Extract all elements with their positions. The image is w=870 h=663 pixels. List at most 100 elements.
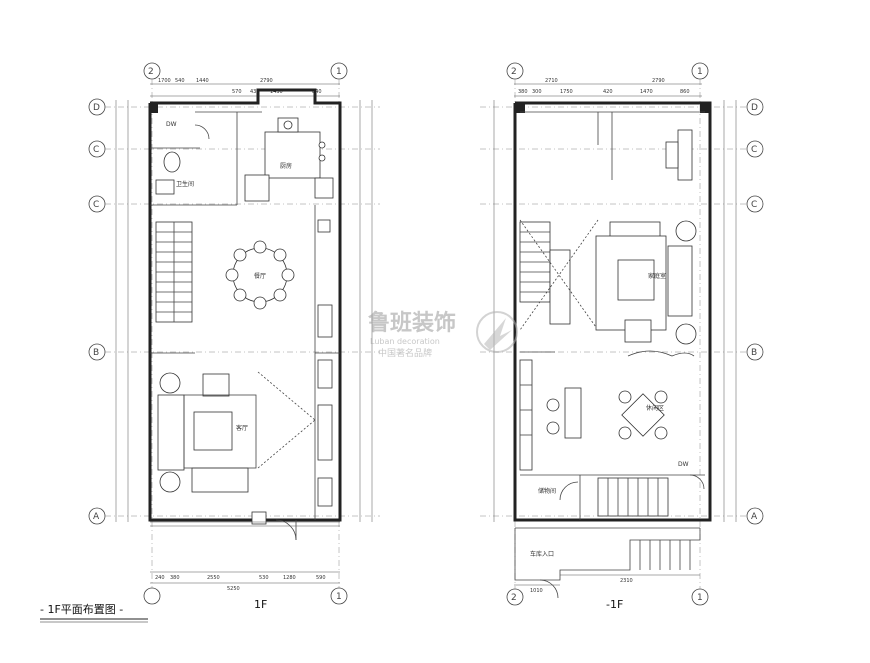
b1-grid-bubble-row-b bbox=[746, 343, 764, 361]
b1-door-dw-label: DW bbox=[678, 461, 689, 468]
garage-ramp-outline bbox=[514, 528, 701, 581]
dining-table-set bbox=[225, 240, 295, 310]
b1-dim-top-f: 1750 bbox=[560, 89, 573, 95]
dim-bottom-total: 5250 bbox=[227, 586, 240, 592]
b1-column-nw bbox=[515, 103, 525, 113]
b1-grid-bubble-row-c2 bbox=[746, 140, 764, 158]
grid-label-row-c1: C bbox=[93, 200, 99, 210]
dim-top-g: 1700 bbox=[158, 78, 171, 84]
room-bath-label: 卫生间 bbox=[176, 180, 194, 188]
leisure-table-set bbox=[546, 387, 668, 440]
b1-dim-bottom-a: 1010 bbox=[530, 588, 543, 594]
grid-label-row-a: A bbox=[93, 512, 100, 522]
kitchen-cabinet bbox=[314, 177, 334, 199]
dim-top-d: 570 bbox=[232, 89, 242, 95]
b1-dim-top-c: 860 bbox=[680, 89, 690, 95]
b1-grid-label-row-c2: C bbox=[751, 145, 757, 155]
door-dw-label: DW bbox=[166, 121, 177, 128]
tv-unit bbox=[665, 141, 679, 169]
exterior-wall-b1 bbox=[513, 101, 712, 522]
room-laundry-label: 储物间 bbox=[538, 487, 556, 495]
stove-burner-2 bbox=[318, 154, 326, 162]
cabinet-right-3 bbox=[317, 404, 333, 461]
staircase-b1 bbox=[519, 221, 571, 325]
caption-text: - 1F平面布置图 - bbox=[40, 603, 123, 616]
room-living-label: 客厅 bbox=[236, 424, 248, 432]
staircase-b1-lower bbox=[597, 477, 669, 517]
b1-grid-bubble-row-a bbox=[746, 507, 764, 525]
b1-dim-top-e: 420 bbox=[603, 89, 613, 95]
grid-label-row-b: B bbox=[93, 348, 99, 358]
watermark-brand-cn: 鲁班装饰 bbox=[367, 310, 456, 336]
cabinet-right-4 bbox=[317, 477, 333, 507]
fridge bbox=[244, 174, 270, 202]
sink-bowl bbox=[283, 120, 293, 130]
watermark-brand-en: Luban decoration bbox=[370, 337, 440, 346]
watermark-logo-icon bbox=[476, 311, 518, 353]
grid-label-row-d: D bbox=[93, 103, 100, 113]
plan-1f-title: 1F bbox=[254, 598, 267, 611]
grid-label-top-1: 1 bbox=[336, 67, 342, 77]
room-family-label: 家庭室 bbox=[648, 272, 666, 280]
toilet bbox=[163, 151, 181, 173]
garage-stair bbox=[639, 540, 691, 570]
b1-dim-top-d: 1470 bbox=[640, 89, 653, 95]
dim-top-c: 435 bbox=[250, 89, 260, 95]
b1-grid-label-row-b: B bbox=[751, 348, 757, 358]
grid-label-row-c2: C bbox=[93, 145, 99, 155]
b1-grid-label-bottom-1: 1 bbox=[697, 593, 703, 603]
drawing-caption: - 1F平面布置图 - bbox=[40, 603, 148, 623]
garage-entry-label: 车库入口 bbox=[530, 550, 554, 558]
cabinet-right-2 bbox=[317, 359, 333, 389]
grid-label-bottom-1: 1 bbox=[336, 592, 342, 602]
door-swing-b1-right bbox=[689, 474, 705, 490]
plan-b1-title: -1F bbox=[606, 598, 623, 611]
curtain-line bbox=[627, 350, 695, 357]
b1-dim-top-h: 380 bbox=[518, 89, 528, 95]
dim-bottom-a: 2550 bbox=[207, 575, 220, 581]
staircase-1f bbox=[155, 221, 193, 323]
dim-bottom-f: 380 bbox=[170, 575, 180, 581]
stove-burner-1 bbox=[318, 141, 326, 149]
b1-dim-top-a: 2710 bbox=[545, 78, 558, 84]
door-swing-bath bbox=[194, 124, 210, 140]
b1-grid-label-row-a: A bbox=[751, 512, 758, 522]
b1-column-ne bbox=[700, 103, 710, 113]
washbasin bbox=[155, 179, 175, 195]
column-nw bbox=[150, 103, 158, 113]
living-room-set bbox=[157, 372, 257, 493]
plan-b1: 2 1 2 1 D C C B A 2710 2790 860 1470 bbox=[480, 62, 764, 611]
b1-dim-bottom-b: 2310 bbox=[620, 578, 633, 584]
b1-grid-bubble-row-c1 bbox=[746, 195, 764, 213]
room-kitchen-label: 厨房 bbox=[280, 162, 292, 170]
plan-1f: 2 1 1 D C C B A 2790 bbox=[88, 62, 380, 611]
b1-grid-label-top-1: 1 bbox=[697, 67, 703, 77]
cabinet-right-1 bbox=[317, 304, 333, 338]
door-swing-entry bbox=[275, 519, 297, 541]
exterior-wall-1f bbox=[148, 88, 342, 522]
room-dining-label: 餐厅 bbox=[254, 272, 266, 280]
b1-grid-label-row-d: D bbox=[751, 103, 758, 113]
watermark: 鲁班装饰 Luban decoration 中国著名品牌 bbox=[367, 310, 518, 359]
storage-shelves bbox=[519, 359, 533, 471]
column-south bbox=[251, 511, 267, 525]
b1-dim-top-g: 300 bbox=[532, 89, 542, 95]
dim-bottom-c: 1280 bbox=[283, 575, 296, 581]
dim-bottom-e: 240 bbox=[155, 575, 165, 581]
dim-top-e: 1440 bbox=[196, 78, 209, 84]
b1-grid-bubble-row-d bbox=[746, 98, 764, 116]
family-room-set bbox=[595, 220, 697, 345]
b1-grid-label-row-c1: C bbox=[751, 200, 757, 210]
b1-grid-label-bottom-2: 2 bbox=[511, 593, 517, 603]
dim-bottom-d: 590 bbox=[316, 575, 326, 581]
tv-cabinet bbox=[677, 129, 693, 181]
dim-top-b: 1430 bbox=[270, 89, 283, 95]
door-swing-garage bbox=[539, 579, 559, 599]
appliance-box bbox=[317, 219, 331, 233]
grid-label-top-2: 2 bbox=[148, 67, 154, 77]
dim-top-a: 840 bbox=[312, 89, 322, 95]
b1-grid-label-top-2: 2 bbox=[511, 67, 517, 77]
b1-dim-top-b: 2790 bbox=[652, 78, 665, 84]
watermark-slogan: 中国著名品牌 bbox=[378, 347, 432, 359]
